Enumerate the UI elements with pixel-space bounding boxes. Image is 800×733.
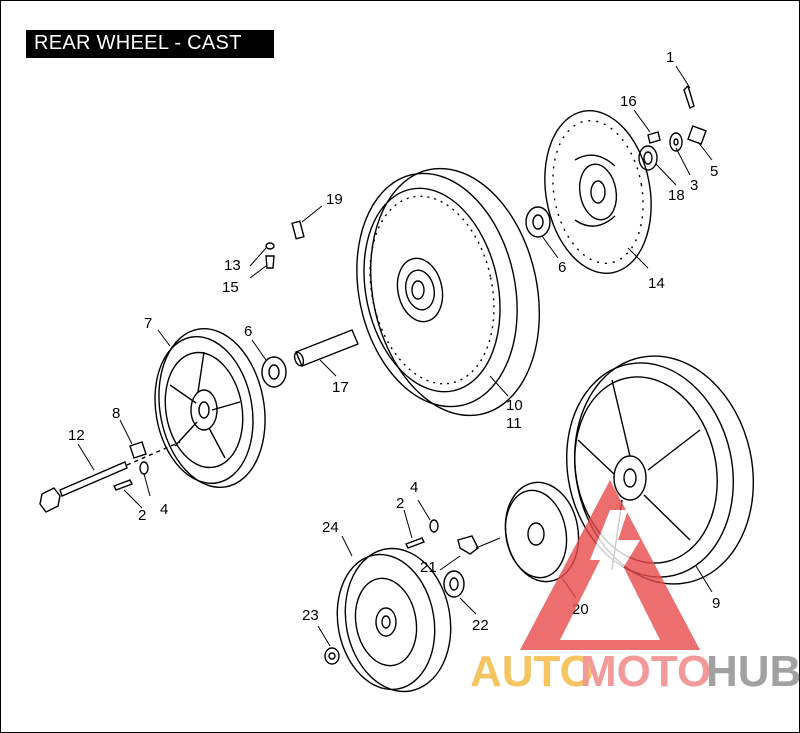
washer-23 — [324, 647, 340, 665]
page-title: REAR WHEEL - CAST — [34, 32, 242, 54]
callout-18: 18 — [668, 187, 685, 204]
axle-spacer — [293, 329, 359, 367]
callout-1: 1 — [666, 49, 674, 66]
axle-small-parts — [113, 441, 149, 491]
callout-15: 15 — [222, 279, 239, 296]
rotor-hardware — [638, 84, 707, 171]
callout-7: 7 — [144, 315, 152, 332]
callout-8: 8 — [112, 405, 120, 422]
callout-2a: 2 — [138, 507, 146, 524]
callout-12: 12 — [68, 427, 85, 444]
spoked-wheel — [356, 167, 541, 417]
cast-wheel — [566, 355, 755, 585]
callout-16: 16 — [620, 93, 637, 110]
bearing-lower — [261, 356, 287, 388]
brake-rotor — [544, 110, 652, 274]
callout-11: 11 — [506, 415, 522, 432]
lower-small-parts — [405, 519, 479, 598]
callout-5: 5 — [710, 163, 718, 180]
pulley-upper — [154, 327, 266, 489]
pulley-lower — [336, 547, 452, 693]
leader-lines — [77, 65, 713, 647]
valve-parts — [265, 220, 305, 269]
watermark-logo: AUTO MOTO HUB — [470, 480, 800, 696]
watermark-hub: HUB — [706, 647, 800, 696]
callout-14: 14 — [648, 275, 665, 292]
callout-17: 17 — [332, 379, 349, 396]
watermark-auto: AUTO — [470, 647, 594, 696]
callout-24: 24 — [322, 519, 339, 536]
watermark-moto: MOTO — [580, 647, 711, 696]
callout-3: 3 — [690, 177, 698, 194]
callout-4a: 4 — [160, 501, 168, 518]
callout-9: 9 — [712, 595, 720, 612]
bearing-upper — [525, 206, 551, 238]
callout-6b: 6 — [244, 323, 252, 340]
callout-19: 19 — [326, 191, 343, 208]
callout-6a: 6 — [558, 259, 566, 276]
disc-carrier — [504, 481, 580, 583]
callout-2b: 2 — [396, 495, 404, 512]
callout-labels: 1 16 3 5 18 14 6 19 13 15 6 17 10 11 7 1… — [68, 49, 720, 634]
callout-10: 10 — [506, 397, 523, 414]
callout-13: 13 — [224, 257, 241, 274]
callout-4b: 4 — [410, 479, 418, 496]
rear-axle — [39, 441, 181, 513]
callout-23: 23 — [302, 607, 319, 624]
callout-22: 22 — [472, 617, 489, 634]
callout-21: 21 — [420, 559, 437, 576]
title-banner: REAR WHEEL - CAST — [26, 30, 274, 58]
